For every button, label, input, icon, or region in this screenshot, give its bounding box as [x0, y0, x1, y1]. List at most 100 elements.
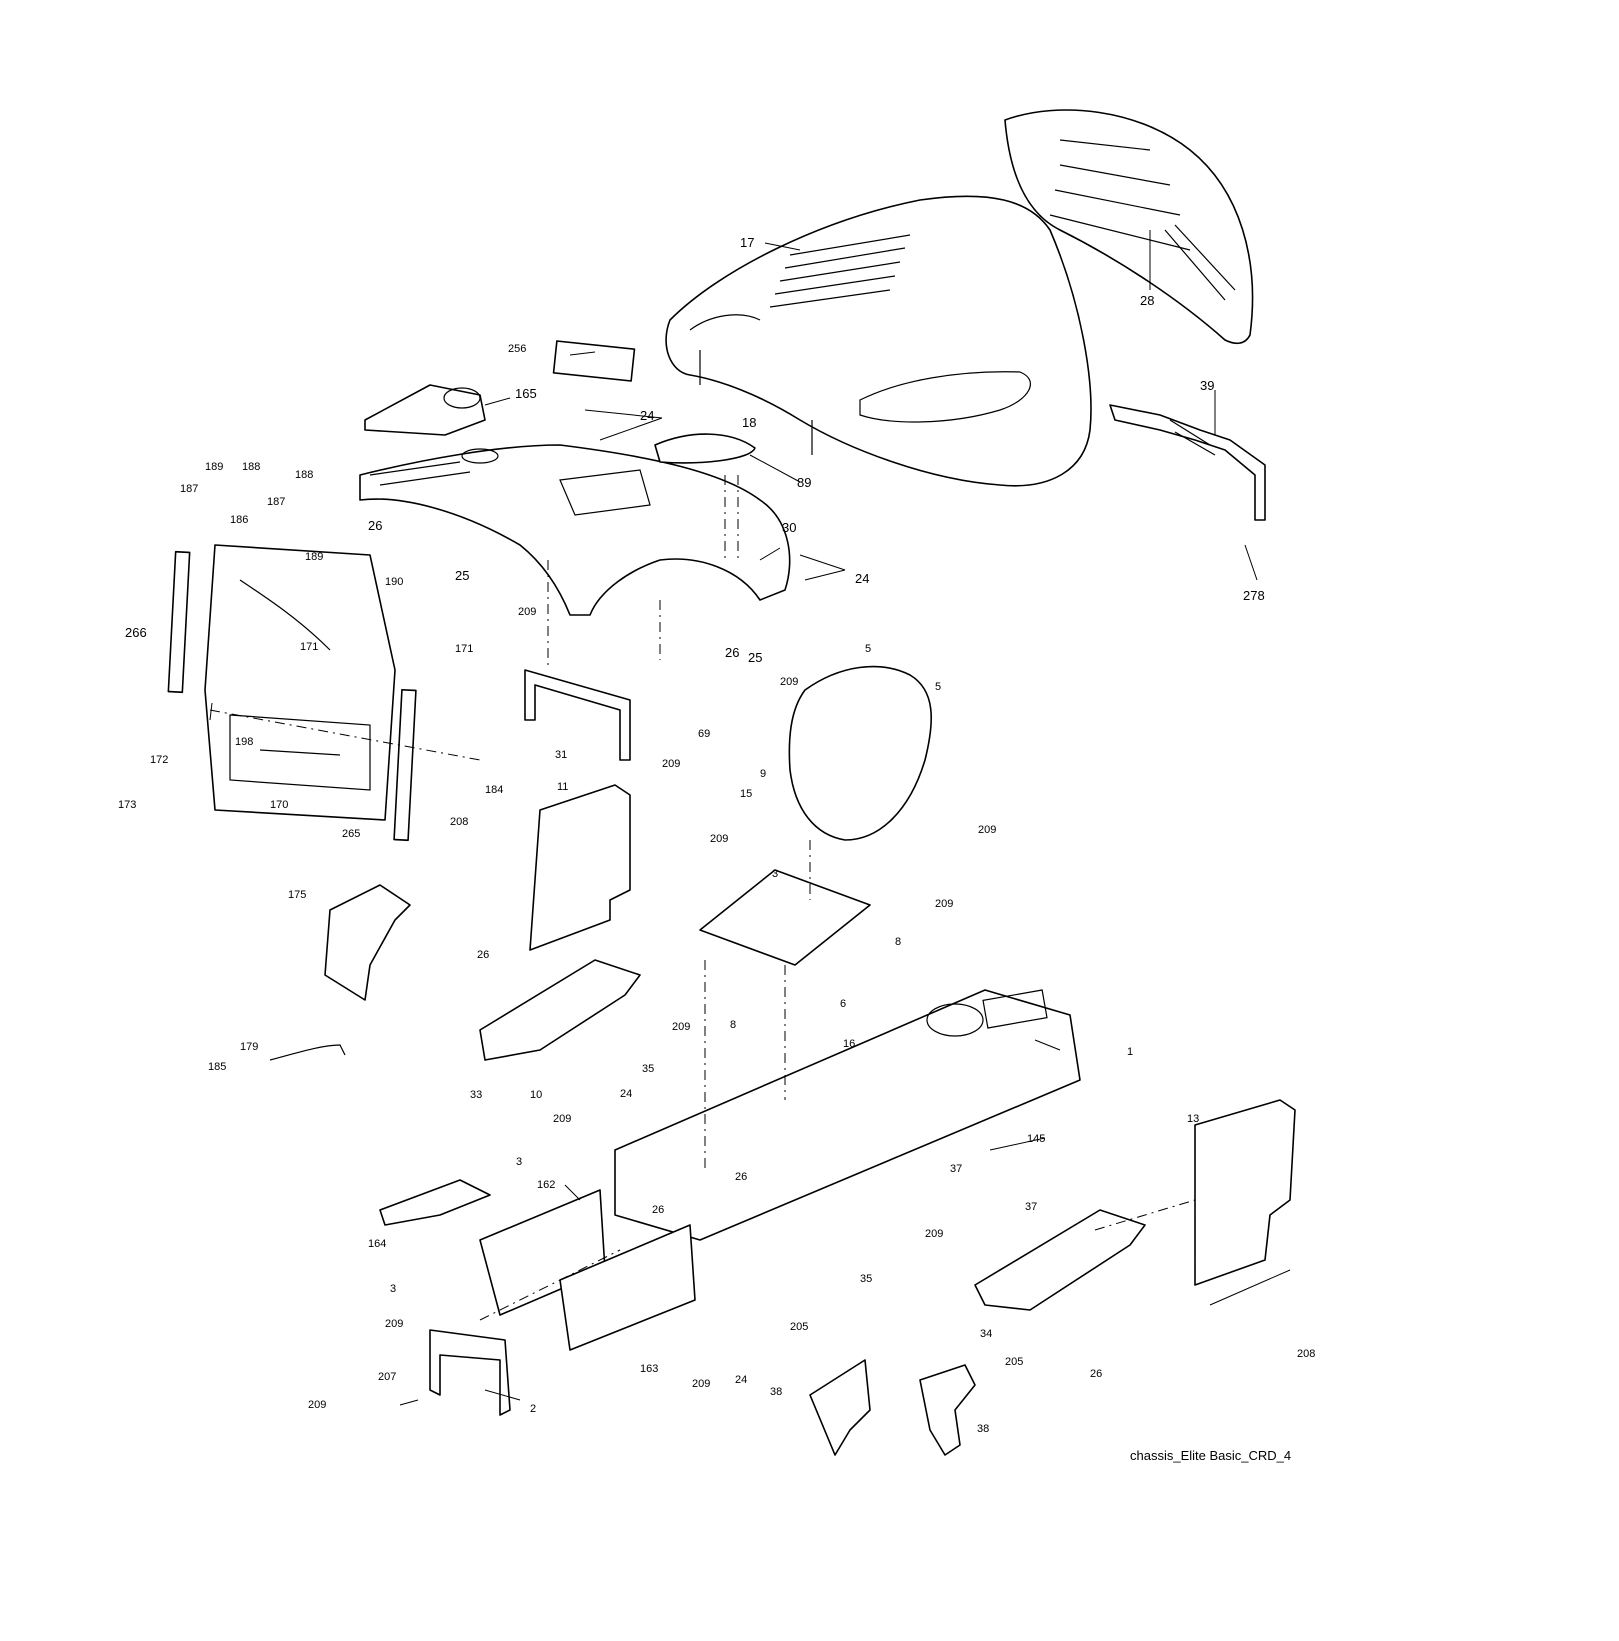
callout-24c: 24 [620, 1088, 632, 1100]
callout-35b: 35 [860, 1273, 872, 1285]
callout-278: 278 [1243, 588, 1265, 603]
front-axle-brackets-part [379, 1179, 696, 1351]
callout-9: 9 [760, 768, 766, 780]
callout-209e: 209 [710, 833, 728, 845]
callout-209c: 209 [780, 676, 798, 688]
callout-15: 15 [740, 788, 752, 800]
callout-209f: 209 [935, 898, 953, 910]
callout-24a: 24 [640, 408, 654, 423]
callout-1: 1 [1127, 1046, 1133, 1058]
bracket-38b-part [919, 1364, 976, 1456]
callout-labels: 17 28 18 39 89 278 256 165 24 30 26 25 2… [118, 235, 1315, 1435]
cover-89-part [654, 433, 756, 464]
callout-209i: 209 [925, 1228, 943, 1240]
callout-25a: 25 [455, 568, 469, 583]
bracket-11-part [529, 784, 631, 951]
callout-266: 266 [125, 625, 147, 640]
callout-209a: 209 [518, 606, 536, 618]
callout-209l: 209 [692, 1378, 710, 1390]
bracket-31-part [524, 669, 631, 761]
callout-198: 198 [235, 736, 253, 748]
callout-39: 39 [1200, 378, 1214, 393]
callout-10: 10 [530, 1089, 542, 1101]
callout-173: 173 [118, 799, 136, 811]
callout-209h: 209 [553, 1113, 571, 1125]
callout-208b: 208 [1297, 1348, 1315, 1360]
callout-208a: 208 [450, 816, 468, 828]
callout-25b: 25 [748, 650, 762, 665]
callout-24b: 24 [855, 571, 869, 586]
callout-187b: 187 [267, 496, 285, 508]
callout-256: 256 [508, 343, 526, 355]
footrest-33-part [479, 959, 641, 1061]
callout-8b: 8 [730, 1019, 736, 1031]
callout-26f: 26 [1090, 1368, 1102, 1380]
callout-24d: 24 [735, 1374, 747, 1386]
bracket-39-part [1109, 404, 1266, 521]
callout-187a: 187 [180, 483, 198, 495]
callout-35a: 35 [642, 1063, 654, 1075]
callout-265: 265 [342, 828, 360, 840]
callout-37a: 37 [950, 1163, 962, 1175]
callout-175: 175 [288, 889, 306, 901]
callout-38a: 38 [770, 1386, 782, 1398]
pedal-2-part [429, 1329, 511, 1416]
callout-3b: 3 [516, 1156, 522, 1168]
callout-3c: 3 [390, 1283, 396, 1295]
frame-1-part [614, 989, 1081, 1241]
strip-265-part [393, 688, 417, 842]
callout-16: 16 [843, 1038, 855, 1050]
callout-145: 145 [1027, 1133, 1045, 1145]
callout-165: 165 [515, 386, 537, 401]
tray-165-part [364, 384, 486, 436]
callout-13: 13 [1187, 1113, 1199, 1125]
callout-190: 190 [385, 576, 403, 588]
callout-172: 172 [150, 754, 168, 766]
front-panel-part [167, 544, 417, 842]
callout-8a: 8 [895, 936, 901, 948]
callout-164: 164 [368, 1238, 386, 1250]
callout-17: 17 [740, 235, 754, 250]
plate-6-part [699, 869, 871, 966]
callout-6: 6 [840, 998, 846, 1010]
callout-209d: 209 [978, 824, 996, 836]
callout-189a: 189 [205, 461, 223, 473]
callout-2: 2 [530, 1403, 536, 1415]
callout-5a: 5 [865, 643, 871, 655]
assembly-lines [209, 475, 1196, 1321]
rod-179-part [269, 1044, 346, 1061]
callout-26e: 26 [652, 1204, 664, 1216]
callout-5b: 5 [935, 681, 941, 693]
strip-266-part [167, 550, 191, 694]
callout-188b: 188 [295, 469, 313, 481]
footrest-34-part [974, 1209, 1146, 1311]
callout-184: 184 [485, 784, 503, 796]
callout-179: 179 [240, 1041, 258, 1053]
callout-186: 186 [230, 514, 248, 526]
callout-205b: 205 [1005, 1356, 1023, 1368]
callout-185: 185 [208, 1061, 226, 1073]
callout-18: 18 [742, 415, 756, 430]
callout-26b: 26 [725, 645, 739, 660]
callout-34: 34 [980, 1328, 992, 1340]
callout-33: 33 [470, 1089, 482, 1101]
callout-38b: 38 [977, 1423, 989, 1435]
bracket-13-part [1194, 1099, 1296, 1286]
callout-209k: 209 [308, 1399, 326, 1411]
callout-26a: 26 [368, 518, 382, 533]
dash-panel-part [359, 444, 791, 616]
callout-171a: 171 [300, 641, 318, 653]
grille-part [1004, 109, 1254, 345]
callout-170: 170 [270, 799, 288, 811]
chute-175-part [324, 884, 411, 1001]
hood-part [665, 195, 1092, 487]
callout-11: 11 [557, 781, 568, 793]
callout-171b: 171 [455, 643, 473, 655]
callout-89: 89 [797, 475, 811, 490]
callout-209g: 209 [672, 1021, 690, 1033]
callout-163: 163 [640, 1363, 658, 1375]
callout-31: 31 [555, 749, 567, 761]
callout-189b: 189 [305, 551, 323, 563]
leader-lines [209, 230, 1291, 1406]
